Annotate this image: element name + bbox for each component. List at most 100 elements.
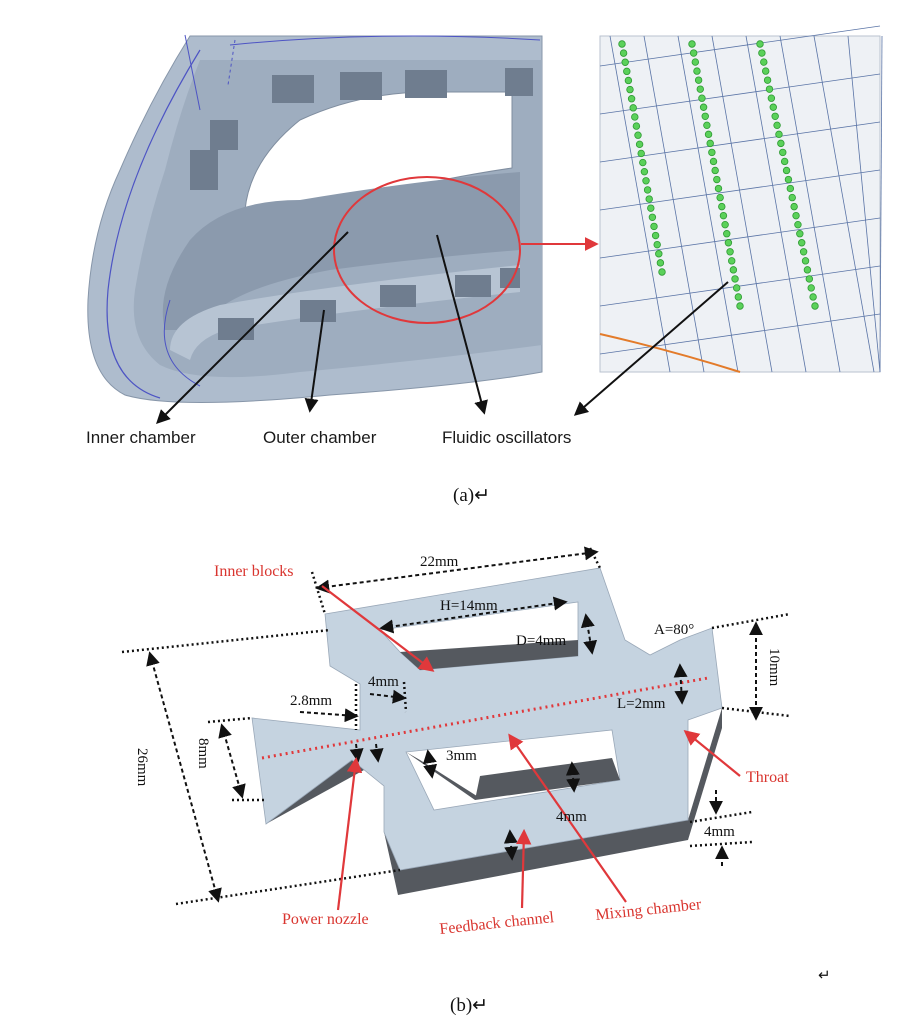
label-feedback-channel: Feedback channel	[439, 909, 556, 938]
inset-wireframe-line	[711, 35, 773, 373]
oscillator-marker	[731, 275, 739, 283]
inset-wireframe-line	[643, 35, 705, 373]
oscillator-marker	[694, 76, 703, 84]
oscillator-marker	[724, 239, 733, 247]
oscillator-marker	[631, 113, 639, 121]
oscillator-marker	[714, 184, 723, 193]
oscillator-marker	[784, 175, 793, 184]
inset-wireframe-line	[599, 25, 881, 67]
oscillator-marker	[718, 202, 726, 211]
oscillator-marker	[798, 239, 806, 247]
oscillator-marker	[623, 67, 631, 76]
oscillator-marker	[732, 284, 741, 292]
inset-wireframe-line	[599, 313, 881, 355]
inset-wireframe-line	[599, 217, 881, 259]
oscillator-marker	[703, 121, 711, 130]
oscillator-marker	[765, 85, 774, 93]
inset-wireframe-line	[599, 265, 881, 307]
oscillator-marker	[713, 175, 721, 184]
inset-wireframe-line	[599, 169, 881, 211]
oscillator-marker	[626, 85, 634, 94]
dim-feedback-inner: 3mm	[446, 748, 477, 764]
oscillator-marker	[629, 104, 637, 112]
caption-b: (b)↵	[450, 995, 488, 1016]
oscillator-marker	[656, 259, 665, 267]
oscillator-marker	[716, 193, 724, 202]
stray-paragraph-mark: ↵	[818, 968, 831, 984]
label-mixing-chamber: Mixing chamber	[595, 896, 703, 924]
oscillator-marker	[632, 122, 641, 130]
outer-chamber-arrow	[304, 309, 325, 413]
oscillator-marker	[788, 193, 796, 202]
oscillator-marker	[639, 158, 647, 167]
oscillator-marker	[719, 211, 728, 220]
oscillator-marker	[790, 202, 798, 211]
oscillator-marker	[693, 67, 701, 75]
oscillator-marker	[704, 130, 713, 139]
label-fluidic-oscillators: Fluidic oscillators	[442, 428, 571, 447]
fluidic-oscillators-inset-arrow	[573, 281, 729, 416]
oscillator-marker	[801, 257, 810, 265]
oscillator-marker	[642, 177, 650, 185]
oscillator-marker	[767, 94, 776, 102]
label-inner-blocks: Inner blocks	[214, 563, 294, 580]
oscillator-marker	[796, 230, 804, 238]
fluidic-oscillators-arrow	[436, 234, 488, 415]
oscillator-marker	[699, 103, 708, 111]
dimension-arrows	[146, 546, 763, 903]
label-power-nozzle: Power nozzle	[282, 911, 369, 928]
oscillator-marker	[803, 266, 812, 274]
oscillator-marker	[637, 149, 645, 158]
oscillator-marker	[634, 131, 642, 139]
oscillator-marker	[691, 58, 700, 66]
dim-height-total: 26mm	[134, 748, 150, 787]
oscillator-marker	[645, 195, 653, 203]
dim-outlet: 10mm	[766, 648, 782, 687]
oscillator-marker	[734, 293, 743, 301]
oscillator-marker	[807, 284, 815, 292]
oscillator-marker	[805, 275, 814, 283]
oscillator-marker	[650, 222, 658, 231]
oscillator-marker	[794, 220, 802, 229]
oscillator-marker	[708, 148, 716, 157]
panel-a: Inner chamber Outer chamber Fluidic osci…	[86, 25, 883, 506]
dim-inner-depth: D=4mm	[516, 633, 566, 649]
oscillator-marker	[624, 76, 633, 85]
inset-wireframe-line	[847, 35, 881, 373]
oscillator-marker	[771, 112, 779, 120]
oscillator-marker	[658, 268, 666, 276]
inset-wireframe-line	[677, 35, 739, 373]
inset-wireframe-line	[879, 35, 883, 373]
oscillator-marker	[761, 67, 770, 75]
oscillator-marker	[780, 157, 789, 166]
oscillator-marker	[728, 257, 736, 265]
caption-a: (a)↵	[453, 485, 490, 506]
inner-chamber-arrow	[156, 231, 349, 424]
oscillator-marker	[689, 49, 698, 57]
dim-thickness: 4mm	[704, 824, 735, 840]
oscillator-marker	[627, 95, 636, 103]
oscillator-marker	[723, 230, 731, 238]
oscillator-marker	[769, 103, 777, 111]
inset-wireframe-line	[599, 73, 881, 115]
oscillator-marker	[635, 140, 644, 149]
oscillator-marker	[647, 204, 655, 212]
oscillator-marker	[698, 94, 706, 102]
oscillator-marker	[709, 157, 718, 166]
oscillator-marker	[618, 40, 626, 48]
dim-inner-length: H=14mm	[440, 598, 498, 614]
oscillator-marker	[756, 40, 764, 48]
oscillator-marker	[786, 184, 795, 193]
oscillator-marker	[653, 240, 661, 249]
dim-inlet: 8mm	[195, 738, 211, 769]
dim-angle: A=80°	[654, 622, 694, 638]
label-throat: Throat	[746, 769, 789, 786]
oscillator-marker	[619, 49, 628, 57]
oscillator-marker	[640, 167, 649, 176]
swirler-cad-model	[87, 32, 543, 412]
oscillator-marker	[655, 250, 663, 258]
oscillator-marker	[779, 148, 787, 157]
dim-throat-len: L=2mm	[617, 696, 666, 712]
label-arrows	[321, 585, 741, 911]
